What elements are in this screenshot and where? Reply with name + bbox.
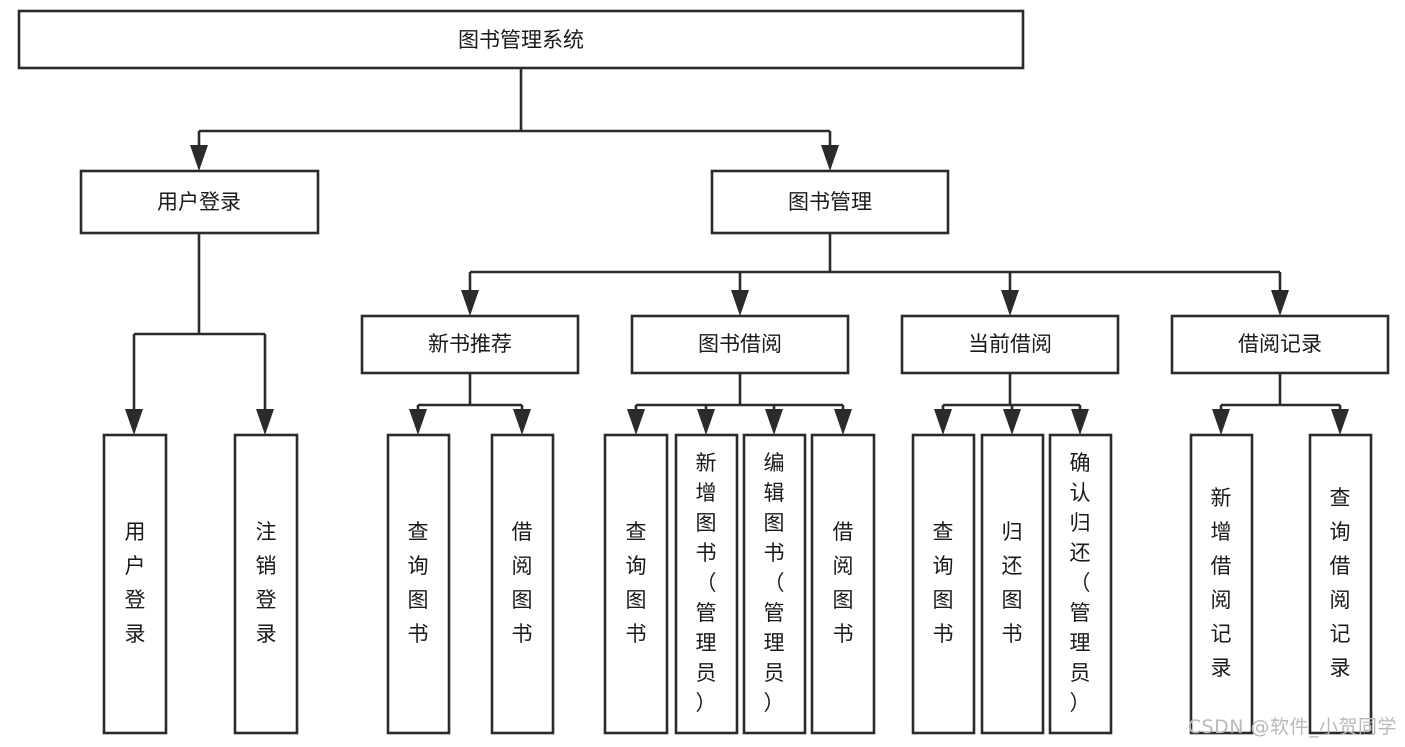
- node-borrow-record[interactable]: 借阅记录: [1170, 314, 1390, 375]
- leaf-query-borrow-record[interactable]: 查询借阅记录: [1308, 433, 1373, 735]
- arrow-head-leaf-return-book: [1003, 409, 1021, 435]
- leaf-query-book-current[interactable]: 查询图书: [911, 433, 976, 735]
- node-label-user-login: 用户登录: [157, 190, 241, 214]
- leaf-box-add-book[interactable]: [674, 433, 739, 735]
- leaf-label-query-book-current: 查询图书: [933, 520, 954, 646]
- leaf-label-query-book-borrow: 查询图书: [626, 520, 647, 646]
- node-box-book-management[interactable]: [710, 169, 950, 235]
- arrow-head-book-mgmt: [821, 145, 839, 171]
- leaf-box-query-book-borrow[interactable]: [603, 433, 669, 735]
- arrow-head-leaf-user-login: [125, 409, 143, 435]
- node-label-root: 图书管理系统: [458, 28, 584, 52]
- arrow-head-leaf-borrow-book-1: [513, 409, 531, 435]
- leaf-edit-book[interactable]: 编辑图书（管理员）: [742, 433, 807, 735]
- node-box-book-borrow[interactable]: [630, 314, 850, 375]
- leaf-user-login[interactable]: 用户登录: [102, 433, 168, 735]
- leaf-box-query-book-newbook[interactable]: [386, 433, 451, 735]
- leaf-label-borrow-book-newbook: 借阅图书: [512, 520, 533, 646]
- node-box-borrow-record[interactable]: [1170, 314, 1390, 375]
- leaf-confirm-return[interactable]: 确认归还（管理员）: [1048, 433, 1113, 735]
- arrow-head-leaf-query-book-1: [409, 409, 427, 435]
- node-book-management[interactable]: 图书管理: [710, 169, 950, 235]
- arrow-head-leaf-add-book: [697, 409, 715, 435]
- leaf-label-add-book: 新增图书（管理员）: [696, 451, 717, 715]
- node-box-user-login[interactable]: [79, 169, 320, 235]
- arrow-head-borrow-record: [1271, 290, 1289, 316]
- leaf-borrow-book-newbook[interactable]: 借阅图书: [490, 433, 555, 735]
- node-current-borrow[interactable]: 当前借阅: [900, 314, 1120, 375]
- leaf-box-confirm-return[interactable]: [1048, 433, 1113, 735]
- node-new-book-recommend[interactable]: 新书推荐: [360, 314, 580, 375]
- arrow-head-book-borrow: [731, 290, 749, 316]
- leaf-label-user-login: 用户登录: [125, 520, 146, 646]
- node-book-borrow[interactable]: 图书借阅: [630, 314, 850, 375]
- leaf-label-edit-book: 编辑图书（管理员）: [764, 451, 785, 715]
- leaf-label-borrow-book-borrow: 借阅图书: [833, 520, 854, 646]
- leaf-label-logout: 注销登录: [256, 520, 277, 646]
- arrow-head-leaf-logout: [256, 409, 274, 435]
- arrow-head-new-book: [461, 290, 479, 316]
- node-label-book-management: 图书管理: [788, 190, 872, 214]
- arrow-head-leaf-query-book-2: [627, 409, 645, 435]
- node-box-current-borrow[interactable]: [900, 314, 1120, 375]
- leaf-label-return-book: 归还图书: [1002, 520, 1023, 646]
- leaf-logout[interactable]: 注销登录: [233, 433, 299, 735]
- node-box-new-book-recommend[interactable]: [360, 314, 580, 375]
- leaf-box-edit-book[interactable]: [742, 433, 807, 735]
- node-label-new-book-recommend: 新书推荐: [428, 332, 512, 356]
- connector-layer: [125, 68, 1349, 435]
- node-user-login[interactable]: 用户登录: [79, 169, 320, 235]
- leaf-label-query-book-newbook: 查询图书: [408, 520, 429, 646]
- leaf-query-book-borrow[interactable]: 查询图书: [603, 433, 669, 735]
- leaf-box-query-book-current[interactable]: [911, 433, 976, 735]
- leaf-label-query-borrow-record: 查询借阅记录: [1330, 486, 1351, 680]
- arrow-head-leaf-query-book-3: [934, 409, 952, 435]
- csdn-watermark: CSDN @软件_小贺同学: [1188, 716, 1397, 738]
- leaf-borrow-book-borrow[interactable]: 借阅图书: [810, 433, 876, 735]
- arrow-head-user-login: [190, 145, 208, 171]
- node-root-system[interactable]: 图书管理系统: [17, 9, 1025, 70]
- leaf-box-logout[interactable]: [233, 433, 299, 735]
- leaf-box-return-book[interactable]: [980, 433, 1045, 735]
- leaf-box-borrow-book-newbook[interactable]: [490, 433, 555, 735]
- leaf-box-user-login[interactable]: [102, 433, 168, 735]
- leaf-box-borrow-book-borrow[interactable]: [810, 433, 876, 735]
- leaf-label-add-borrow-record: 新增借阅记录: [1211, 486, 1232, 680]
- arrow-head-leaf-edit-book: [765, 409, 783, 435]
- leaf-return-book[interactable]: 归还图书: [980, 433, 1045, 735]
- leaf-box-add-borrow-record[interactable]: [1189, 433, 1254, 735]
- arrow-head-leaf-borrow-book-2: [834, 409, 852, 435]
- leaf-add-book[interactable]: 新增图书（管理员）: [674, 433, 739, 735]
- arrow-head-leaf-query-record: [1331, 409, 1349, 435]
- node-label-borrow-record: 借阅记录: [1238, 332, 1322, 356]
- node-label-book-borrow: 图书借阅: [698, 332, 782, 356]
- arrow-head-leaf-confirm-return: [1071, 409, 1089, 435]
- arrow-head-leaf-add-record: [1212, 409, 1230, 435]
- leaf-box-query-borrow-record[interactable]: [1308, 433, 1373, 735]
- node-label-current-borrow: 当前借阅: [968, 332, 1052, 356]
- arrow-head-current-borrow: [1001, 290, 1019, 316]
- node-box-root[interactable]: [17, 9, 1025, 70]
- leaf-add-borrow-record[interactable]: 新增借阅记录: [1189, 433, 1254, 735]
- leaf-label-confirm-return: 确认归还（管理员）: [1070, 451, 1091, 715]
- leaf-query-book-newbook[interactable]: 查询图书: [386, 433, 451, 735]
